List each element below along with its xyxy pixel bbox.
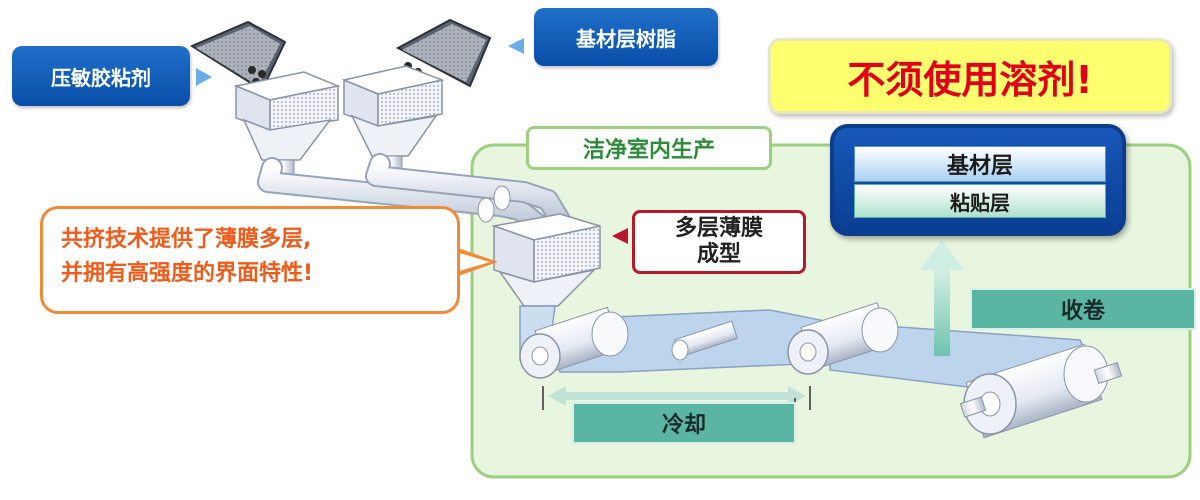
resin-hopper (341, 65, 445, 171)
adhesive-label: 压敏胶粘剂 (12, 46, 190, 106)
substrate-layer: 基材层 (854, 146, 1106, 182)
no-solvent-banner: 不须使用溶剂! (768, 38, 1172, 114)
film-label-line-1: 多层薄膜 (674, 216, 763, 241)
resin-pointer-arrow (508, 38, 524, 54)
callout-line-2: 并拥有高强度的界面特性! (61, 261, 314, 286)
callout-line-1: 共挤技术提供了薄膜多层, (61, 227, 312, 252)
guide-roll (671, 320, 738, 361)
chill-roll-left (519, 306, 629, 379)
film-pointer-arrow (612, 228, 628, 244)
layer-structure: 基材层 粘贴层 (830, 124, 1126, 236)
adhesive-hopper (233, 71, 341, 175)
resin-label: 基材层树脂 (534, 8, 718, 66)
film-forming-label: 多层薄膜 成型 (632, 210, 806, 274)
up-arrow (920, 240, 964, 356)
winding-roll (959, 343, 1123, 439)
film-label-line-2: 成型 (696, 242, 741, 267)
coextrusion-callout: 共挤技术提供了薄膜多层, 并拥有高强度的界面特性! (40, 206, 460, 314)
clean-room-title: 洁净室内生产 (526, 126, 772, 170)
feed-pipes (257, 153, 571, 237)
coextrusion-die (491, 213, 601, 307)
cooling-label: 冷却 (572, 402, 796, 444)
adhesive-pointer-arrow (196, 68, 212, 86)
adhesive-layer: 粘贴层 (854, 184, 1106, 218)
winding-label: 收卷 (970, 288, 1196, 330)
chill-roll-right (787, 302, 899, 375)
